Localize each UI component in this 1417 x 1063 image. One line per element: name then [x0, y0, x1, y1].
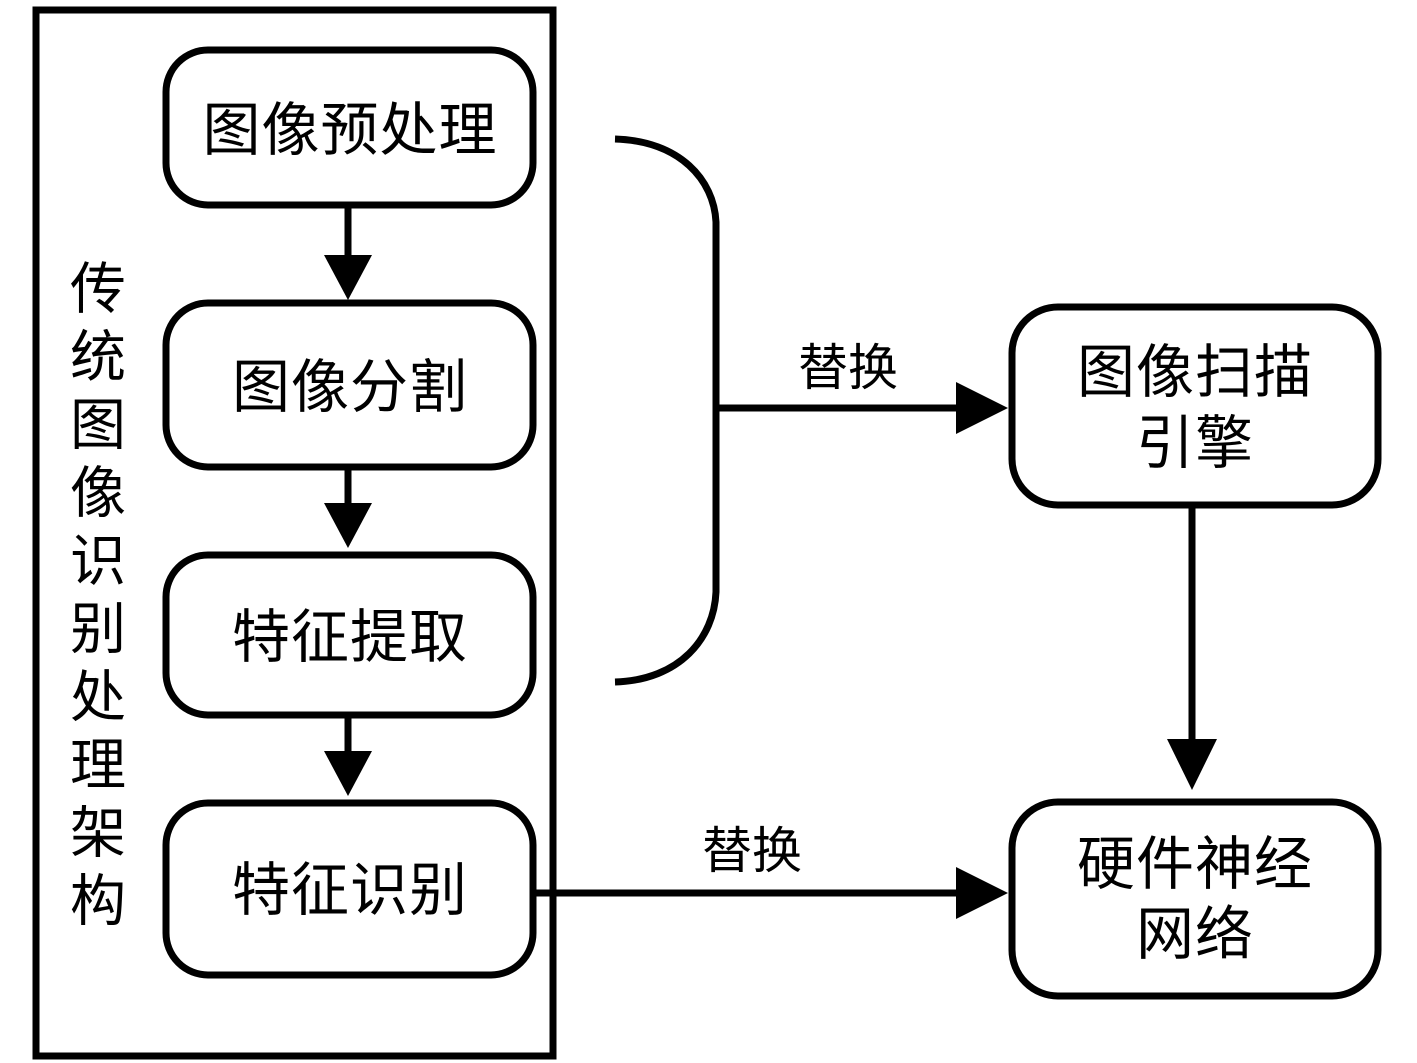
- vertical-title-char-8: 架: [70, 802, 126, 867]
- image-segmentation-label: 图像分割: [232, 353, 468, 421]
- arrow-head-down-icon: [324, 751, 372, 796]
- feature-extraction-label: 特征提取: [232, 603, 468, 671]
- vertical-title-char-9: 构: [70, 870, 126, 935]
- arrow-head-down-icon: [324, 255, 372, 300]
- hardware-neural-network-label-line1: 硬件神经: [1077, 830, 1313, 898]
- image-preprocessing-label: 图像预处理: [202, 96, 497, 164]
- vertical-title-char-2: 图: [70, 394, 126, 459]
- arrow-extraction-to-recognition: [324, 715, 372, 796]
- arrow-scan-engine-to-neural-network: [1167, 505, 1217, 790]
- vertical-title-char-4: 识: [70, 530, 126, 595]
- feature-recognition-box[interactable]: [162, 799, 537, 979]
- vertical-title-char-6: 处: [70, 666, 126, 731]
- vertical-title-char-7: 理: [70, 734, 126, 799]
- arrow-replace-top: 替换: [716, 339, 1008, 434]
- brace-bracket-icon: [614, 135, 720, 686]
- feature-recognition-label: 特征识别: [232, 856, 468, 924]
- traditional-architecture-frame: [32, 6, 557, 1060]
- node-feature-recognition[interactable]: 特征识别: [162, 799, 537, 979]
- image-scan-engine-label-line2: 引擎: [1136, 409, 1254, 477]
- replace-top-label: 替换: [798, 339, 898, 397]
- arrow-head-down-icon: [1167, 739, 1217, 790]
- vertical-title-char-5: 别: [70, 598, 126, 663]
- node-image-preprocessing[interactable]: 图像预处理: [162, 46, 537, 209]
- vertical-title-char-1: 统: [70, 326, 126, 391]
- grouping-brace: [614, 135, 720, 686]
- vertical-title-char-3: 像: [70, 462, 126, 527]
- arrow-head-right-icon: [956, 382, 1008, 434]
- arrow-head-right-icon: [956, 867, 1008, 919]
- arrow-segmentation-to-extraction: [324, 467, 372, 548]
- vertical-title-char-0: 传: [70, 258, 126, 323]
- node-hardware-neural-network[interactable]: 硬件神经 网络: [1008, 798, 1382, 1000]
- node-image-scan-engine[interactable]: 图像扫描 引擎: [1008, 303, 1382, 509]
- replace-bottom-label: 替换: [702, 822, 802, 880]
- group-vertical-title: 传 统 图 像 识 别 处 理 架 构: [70, 258, 126, 935]
- arrow-preprocessing-to-segmentation: [324, 205, 372, 300]
- node-feature-extraction[interactable]: 特征提取: [162, 551, 537, 719]
- hardware-neural-network-box[interactable]: [1008, 798, 1382, 1000]
- arrow-replace-bottom: 替换: [533, 822, 1008, 919]
- node-image-segmentation[interactable]: 图像分割: [162, 299, 537, 471]
- hardware-neural-network-label-line2: 网络: [1136, 900, 1254, 968]
- arrow-head-down-icon: [324, 503, 372, 548]
- image-scan-engine-label-line1: 图像扫描: [1077, 338, 1313, 406]
